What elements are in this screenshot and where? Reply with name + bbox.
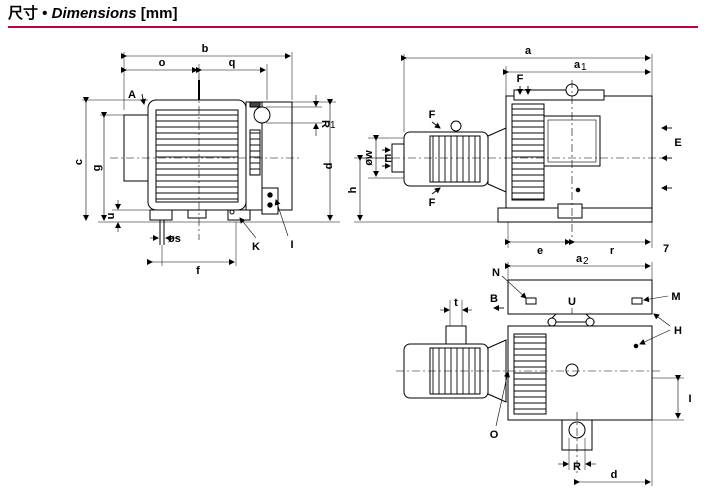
dim-label-c: c	[73, 159, 85, 165]
dim-label-u: u	[105, 213, 117, 220]
dim-label-q: q	[229, 57, 236, 69]
title-unit: [mm]	[136, 5, 178, 22]
marker-label-e-right: E	[674, 137, 681, 149]
marker-label-b: B	[490, 293, 498, 305]
dim-label-f: f	[196, 265, 200, 277]
marker-label-a: A	[128, 89, 136, 101]
dim-label-a1-sub: 1	[581, 62, 587, 73]
dim-label-s: øs	[168, 233, 181, 245]
dim-label-a2: a 2	[576, 253, 589, 267]
side-view	[354, 54, 672, 248]
dim-label-g: g	[91, 165, 103, 172]
dim-label-7: 7	[663, 243, 669, 255]
dim-label-t: t	[454, 297, 458, 309]
dim-label-r-bottom: R	[573, 461, 581, 473]
marker-label-f-left-bottom: F	[429, 197, 436, 209]
dim-label-r1-main: R	[319, 120, 331, 128]
dim-label-a1: a 1	[574, 59, 587, 73]
dim-label-a2-sub: 2	[583, 256, 589, 267]
marker-label-m: M	[671, 291, 680, 303]
marker-label-h: H	[674, 325, 682, 337]
front-view	[82, 52, 340, 266]
dim-label-a1-main: a	[574, 59, 581, 71]
dim-label-e: e	[537, 245, 543, 257]
dim-label-r1-sub: 1	[330, 120, 336, 131]
marker-label-k: K	[252, 241, 260, 253]
header: 尺寸 • Dimensions [mm]	[8, 4, 177, 24]
dim-label-h: h	[347, 186, 359, 193]
dim-label-b: b	[202, 43, 209, 55]
dim-label-a: a	[525, 45, 532, 57]
title-separator: •	[38, 5, 52, 22]
top-housing	[507, 279, 653, 315]
marker-label-n: N	[492, 267, 500, 279]
marker-label-i-side: I	[290, 239, 293, 251]
dim-label-i-top: I	[688, 393, 691, 405]
title-cjk: 尺寸	[8, 5, 39, 22]
title-dimensions: Dimensions	[51, 5, 137, 22]
marker-label-f-left-top: F	[429, 109, 436, 121]
page-title: 尺寸 • Dimensions [mm]	[8, 4, 177, 24]
marker-label-o: O	[490, 429, 499, 441]
dim-label-d: d	[611, 469, 618, 481]
accent-rule	[8, 26, 698, 28]
dim-label-o: o	[159, 57, 166, 69]
dim-label-p: p	[323, 163, 335, 170]
marker-label-e-left: E	[384, 153, 391, 165]
dim-label-r: r	[610, 245, 615, 257]
dim-label-a2-main: a	[576, 253, 583, 265]
marker-label-f-top: F	[517, 73, 524, 85]
dim-label-r1: R 1	[319, 120, 336, 131]
marker-label-u: U	[568, 296, 576, 308]
top-view	[396, 262, 684, 486]
dim-label-w: øw	[363, 150, 375, 166]
front-cooling-fins	[155, 109, 239, 203]
front-inlet-flange	[123, 114, 149, 182]
